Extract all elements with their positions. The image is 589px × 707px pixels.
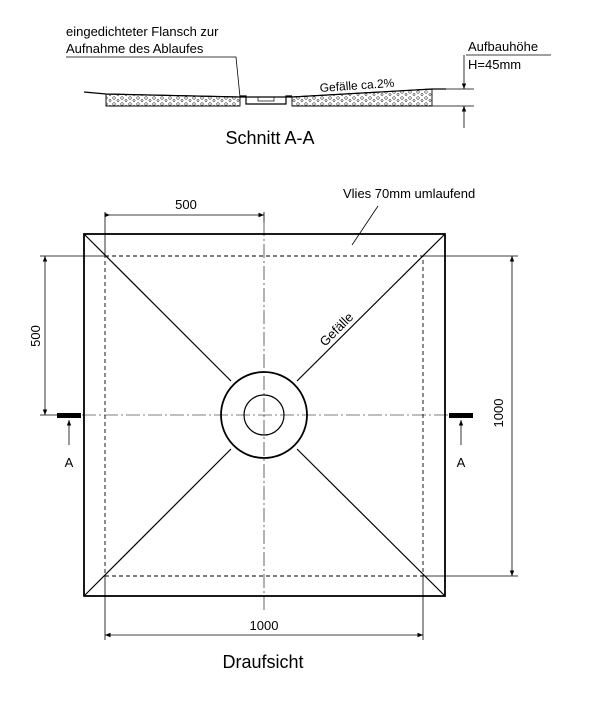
fleece-line <box>104 255 424 577</box>
fleece-leader <box>351 205 379 246</box>
dim-right-extensions <box>423 255 518 577</box>
section-marker-right-label: A <box>457 455 466 470</box>
flange-note-line1: eingedichteter Flansch zur <box>66 24 219 39</box>
dim-bottom-extensions <box>104 576 424 640</box>
drain-grate <box>257 96 275 102</box>
plan-slope-label: Gefälle <box>317 309 357 349</box>
drain-flange-circle <box>220 371 308 459</box>
plan-title: Draufsicht <box>222 652 303 672</box>
plan-view: Vlies 70mm umlaufend Gefälle 500 500 100… <box>28 186 518 672</box>
diagonal-top-left <box>83 233 232 382</box>
diagonal-bottom-right <box>296 448 446 597</box>
diagonal-top-right <box>296 233 446 382</box>
dim-left-label: 500 <box>28 325 43 347</box>
dim-left-extensions <box>40 255 105 416</box>
section-title: Schnitt A-A <box>225 128 314 148</box>
section-marker-left-label: A <box>65 455 74 470</box>
section-slope-label: Gefälle ca.2% <box>319 76 395 95</box>
section-marker-right: A <box>449 413 473 470</box>
flange-leader <box>66 56 241 98</box>
height-value: H=45mm <box>468 57 521 72</box>
height-extension-lines <box>432 88 474 107</box>
height-label: Aufbauhöhe <box>468 39 538 54</box>
drain-hole-circle <box>243 394 285 436</box>
fleece-note: Vlies 70mm umlaufend <box>343 186 475 201</box>
section-marker-left: A <box>57 413 81 470</box>
dim-top-label: 500 <box>175 197 197 212</box>
drain-insert <box>240 95 292 105</box>
diagonal-bottom-left <box>83 448 232 597</box>
dim-right-label: 1000 <box>491 399 506 428</box>
flange-note-line2: Aufnahme des Ablaufes <box>66 41 204 56</box>
dim-bottom-label: 1000 <box>250 618 279 633</box>
section-view: eingedichteter Flansch zur Aufnahme des … <box>66 24 551 148</box>
